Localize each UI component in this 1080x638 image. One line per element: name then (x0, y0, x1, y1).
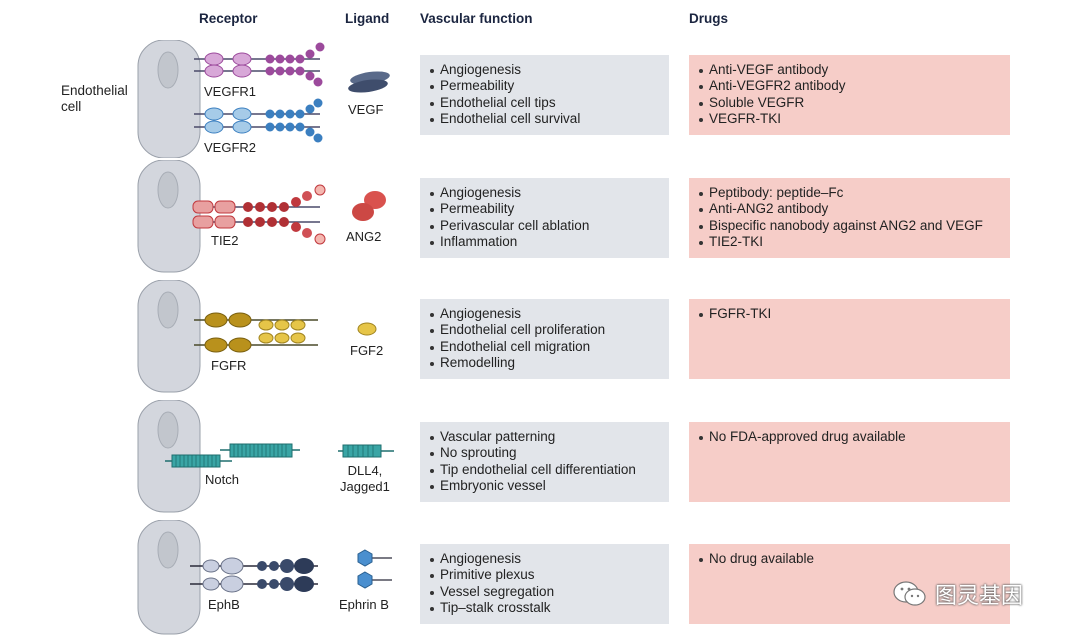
vegfr-receptor-diagram (137, 40, 390, 158)
tie2-receptor-diagram (137, 160, 386, 273)
function-item: Permeability (429, 78, 661, 94)
drug-box-vegfr: Anti-VEGF antibody Anti-VEGFR2 antibody … (689, 55, 1010, 135)
nucleus-shape (157, 531, 179, 569)
drug-item: Anti-ANG2 antibody (698, 201, 1002, 217)
fgf2-ligand-shape (357, 322, 377, 336)
ang2-ligand-shape (364, 191, 386, 209)
function-item: Perivascular cell ablation (429, 218, 661, 234)
row-tie2: TIE2 ANG2 Angiogenesis Permeability Peri… (0, 160, 1080, 278)
ligand-label-ang2: ANG2 (346, 229, 382, 244)
nucleus-shape (157, 171, 179, 209)
header-ligand: Ligand (345, 11, 390, 26)
drug-box-ephb: No drug available (689, 544, 1010, 624)
function-item: Angiogenesis (429, 306, 661, 322)
receptor-label-notch: Notch (205, 472, 239, 487)
drug-item: VEGFR-TKI (698, 111, 1002, 127)
endothelial-cell-shape (137, 520, 201, 635)
receptor-label-tie2: TIE2 (211, 233, 239, 248)
function-item: Endothelial cell migration (429, 339, 661, 355)
function-item: Tip endothelial cell differentiation (429, 462, 661, 478)
function-item: Tip–stalk crosstalk (429, 600, 661, 616)
row-ephb: EphB Ephrin B Angiogenesis Primitive ple… (0, 520, 1080, 638)
function-item: Embryonic vessel (429, 478, 661, 494)
function-box-fgfr: Angiogenesis Endothelial cell proliferat… (420, 299, 669, 379)
header-drugs: Drugs (689, 11, 729, 26)
drug-item: TIE2-TKI (698, 234, 1002, 250)
function-box-vegfr: Angiogenesis Permeability Endothelial ce… (420, 55, 669, 135)
function-item: Inflammation (429, 234, 661, 250)
drug-item: Bispecific nanobody against ANG2 and VEG… (698, 218, 1002, 234)
nucleus-shape (157, 411, 179, 449)
endothelial-cell-label: Endothelial cell (61, 83, 128, 114)
ligand-label-ephrin-b: Ephrin B (339, 597, 389, 612)
function-item: Endothelial cell tips (429, 95, 661, 111)
receptor-label-fgfr: FGFR (211, 358, 247, 373)
function-box-tie2: Angiogenesis Permeability Perivascular c… (420, 178, 669, 258)
function-box-notch: Vascular patterning No sprouting Tip end… (420, 422, 669, 502)
endothelial-cell-shape (137, 40, 201, 158)
function-box-ephb: Angiogenesis Primitive plexus Vessel seg… (420, 544, 669, 624)
receptor-label-ephb: EphB (208, 597, 240, 612)
row-vegfr: VEGFR1 VEGFR2 VEGF Angiogenesis Permeabi… (0, 40, 1080, 158)
fgfr-receptor-diagram (137, 280, 377, 393)
function-item: No sprouting (429, 445, 661, 461)
notch-receptor-diagram (137, 400, 394, 513)
function-item: Endothelial cell proliferation (429, 322, 661, 338)
ligand-line: DLL4, (347, 463, 383, 478)
ligand-label-vegf: VEGF (348, 102, 384, 117)
function-item: Remodelling (429, 355, 661, 371)
drug-item: Peptibody: peptide–Fc (698, 185, 1002, 201)
endothelial-cell-shape (137, 280, 201, 393)
function-item: Vascular patterning (429, 429, 661, 445)
drug-item: Anti-VEGFR2 antibody (698, 78, 1002, 94)
drug-item: No FDA-approved drug available (698, 429, 1002, 445)
drug-item: No drug available (698, 551, 1002, 567)
header-receptor: Receptor (199, 11, 258, 26)
function-item: Permeability (429, 201, 661, 217)
watermark: 图灵基因 (893, 578, 1023, 610)
drug-item: Anti-VEGF antibody (698, 62, 1002, 78)
function-item: Angiogenesis (429, 62, 661, 78)
wechat-icon (893, 581, 926, 606)
function-item: Angiogenesis (429, 551, 661, 567)
nucleus-shape (157, 51, 179, 89)
drug-item: FGFR-TKI (698, 306, 1002, 322)
ligand-label-fgf2: FGF2 (350, 343, 384, 358)
watermark-text: 图灵基因 (935, 583, 1024, 608)
ligand-label-dll4-jagged1: DLL4, Jagged1 (340, 463, 390, 495)
nucleus-shape (157, 291, 179, 329)
receptor-label-vegfr1: VEGFR1 (204, 84, 257, 99)
dll4-ligand-shape (342, 444, 382, 458)
ligand-line: Jagged1 (340, 479, 390, 494)
row-notch: Notch DLL4, Jagged1 Vascular patterning … (0, 400, 1080, 518)
function-item: Primitive plexus (429, 567, 661, 583)
drug-box-fgfr: FGFR-TKI (689, 299, 1010, 379)
drug-item: Soluble VEGFR (698, 95, 1002, 111)
function-item: Vessel segregation (429, 584, 661, 600)
ephrin-b-ligand-shape (357, 549, 373, 567)
row-fgfr: FGFR FGF2 Angiogenesis Endothelial cell … (0, 280, 1080, 398)
ephb-receptor-diagram (137, 520, 392, 635)
header-vascular-function: Vascular function (420, 11, 533, 26)
function-item: Angiogenesis (429, 185, 661, 201)
receptor-label-vegfr2: VEGFR2 (204, 140, 257, 155)
function-item: Endothelial cell survival (429, 111, 661, 127)
drug-box-tie2: Peptibody: peptide–Fc Anti-ANG2 antibody… (689, 178, 1010, 258)
drug-box-notch: No FDA-approved drug available (689, 422, 1010, 502)
